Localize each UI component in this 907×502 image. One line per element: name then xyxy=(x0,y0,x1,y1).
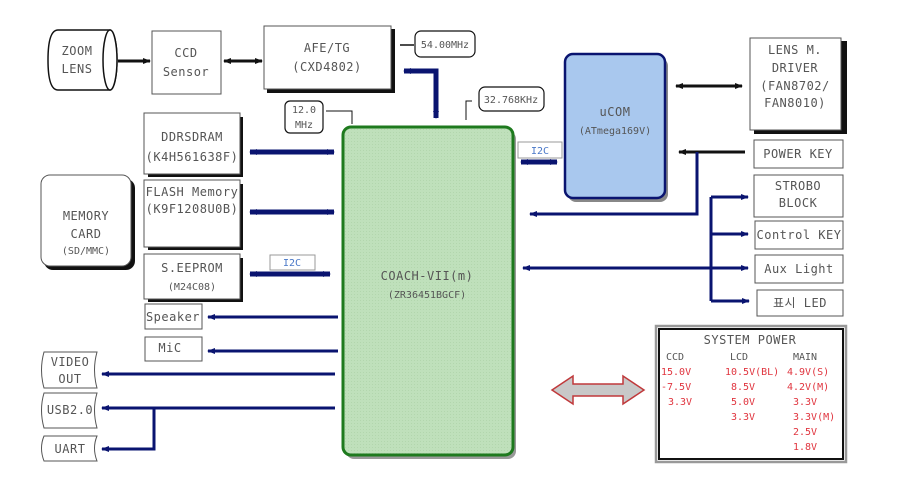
power-key-label: POWER KEY xyxy=(763,147,833,161)
eeprom-label-1: S.EEPROM xyxy=(161,261,223,275)
i2c-left-label: I2C xyxy=(283,258,301,269)
aux-light-label: Aux Light xyxy=(764,262,834,276)
power-main-5: 1.8V xyxy=(793,442,817,453)
ucom-block: uCOM (ATmega169V) xyxy=(563,52,668,202)
lens-driver-label-2: DRIVER xyxy=(772,61,819,75)
power-col-main-header: MAIN xyxy=(793,352,817,363)
zoom-lens-block: ZOOM LENS xyxy=(47,29,118,91)
power-ccd-2: 3.3V xyxy=(668,397,692,408)
clock-32khz: 32.768KHz xyxy=(478,86,545,112)
ccd-sensor-block: CCD Sensor xyxy=(151,30,222,95)
clock-32khz-label: 32.768KHz xyxy=(484,95,538,106)
strobo-block: STROBO BLOCK xyxy=(753,174,844,218)
power-main-2: 3.3V xyxy=(793,397,817,408)
clock-54mhz: 54.00MHz xyxy=(414,30,476,58)
memory-card-label-1: MEMORY xyxy=(63,209,110,223)
ddr-label-1: DDRSDRAM xyxy=(161,130,223,144)
flash-label-1: FLASH Memory xyxy=(146,185,239,199)
aux-light-block: Aux Light xyxy=(754,254,844,284)
clock-12mhz-label-2: MHz xyxy=(295,120,313,131)
coach-label-2: (ZR36451BGCF) xyxy=(388,290,466,301)
lens-driver-label-4: FAN8010) xyxy=(764,96,826,110)
mic-block: MiC xyxy=(144,336,203,362)
afe-label-1: AFE/TG xyxy=(304,41,350,55)
eeprom-block: S.EEPROM (M24C08) xyxy=(143,253,243,302)
flash-memory-block: FLASH Memory (K9F1208U0B) xyxy=(143,179,243,250)
afe-coach-bus xyxy=(403,68,439,119)
power-main-3: 3.3V(M) xyxy=(793,412,835,423)
memory-card-label-2: CARD xyxy=(71,227,102,241)
afe-label-2: (CXD4802) xyxy=(292,60,362,74)
uart-label: UART xyxy=(55,442,86,456)
ddr-label-2: (K4H561638F) xyxy=(146,150,239,164)
usb-label: USB2.0 xyxy=(47,403,93,417)
power-col-ccd-header: CCD xyxy=(666,352,684,363)
clock-54mhz-label: 54.00MHz xyxy=(421,40,469,51)
power-main-1: 4.2V(M) xyxy=(787,382,829,393)
system-power-table: SYSTEM POWER CCD LCD MAIN 15.0V -7.5V 3.… xyxy=(654,324,848,464)
video-out-port: VIDEO OUT xyxy=(41,351,98,389)
control-key-label: Control KEY xyxy=(757,228,842,242)
ucom-label-1: uCOM xyxy=(600,105,631,119)
mic-label: MiC xyxy=(158,341,181,355)
eeprom-label-2: (M24C08) xyxy=(168,282,216,293)
memory-card-block: MEMORY CARD (SD/MMC) xyxy=(40,174,135,270)
power-col-lcd-header: LCD xyxy=(730,352,748,363)
power-key-coach-line xyxy=(529,152,699,217)
lens-driver-block: LENS M. DRIVER (FAN8702/ FAN8010) xyxy=(749,37,847,134)
zoom-lens-label-1: ZOOM xyxy=(62,44,93,58)
system-power-title: SYSTEM POWER xyxy=(704,333,797,347)
ucom-label-2: (ATmega169V) xyxy=(579,126,651,137)
power-ccd-1: -7.5V xyxy=(661,382,691,393)
strobo-label-1: STROBO xyxy=(775,179,821,193)
power-lcd-3: 3.3V xyxy=(731,412,755,423)
clock-12mhz-label-1: 12.0 xyxy=(292,105,316,116)
memory-card-label-3: (SD/MMC) xyxy=(62,246,110,257)
led-block: 표시 LED xyxy=(756,289,844,317)
power-main-0: 4.9V(S) xyxy=(787,367,829,378)
flash-label-2: (K9F1208U0B) xyxy=(146,202,239,216)
control-key-block: Control KEY xyxy=(754,220,844,250)
power-main-4: 2.5V xyxy=(793,427,817,438)
power-lcd-1: 8.5V xyxy=(731,382,755,393)
power-lcd-2: 5.0V xyxy=(731,397,755,408)
led-label: 표시 LED xyxy=(773,296,827,310)
uart-port: UART xyxy=(41,435,98,462)
i2c-right-tag: I2C xyxy=(517,141,563,159)
power-ccd-0: 15.0V xyxy=(661,367,691,378)
power-lcd-0: 10.5V(BL) xyxy=(725,367,779,378)
video-label-1: VIDEO xyxy=(51,355,90,369)
clk32-line xyxy=(465,100,472,120)
i2c-right-label: I2C xyxy=(531,146,549,157)
power-key-block: POWER KEY xyxy=(753,139,844,169)
ddrsdram-block: DDRSDRAM (K4H561638F) xyxy=(143,112,243,177)
speaker-label: Speaker xyxy=(146,310,200,324)
clk12-line xyxy=(326,110,353,124)
coach-processor-block: COACH-VII(m) (ZR36451BGCF) xyxy=(341,125,516,459)
clock-12mhz: 12.0 MHz xyxy=(284,100,324,134)
coach-label-1: COACH-VII(m) xyxy=(381,269,474,283)
strobo-label-2: BLOCK xyxy=(779,196,818,210)
video-label-2: OUT xyxy=(58,372,81,386)
power-double-arrow-icon xyxy=(550,374,646,406)
uart-line xyxy=(101,408,156,452)
ccd-label-2: Sensor xyxy=(163,65,209,79)
ccd-label-1: CCD xyxy=(174,46,197,60)
lens-driver-label-1: LENS M. xyxy=(768,43,822,57)
i2c-left-tag: I2C xyxy=(269,254,316,271)
afe-tg-block: AFE/TG (CXD4802) xyxy=(263,25,395,93)
usb-port: USB2.0 xyxy=(41,392,98,429)
lens-driver-label-3: (FAN8702/ xyxy=(760,79,830,93)
speaker-block: Speaker xyxy=(144,303,203,330)
zoom-lens-label-2: LENS xyxy=(62,62,93,76)
